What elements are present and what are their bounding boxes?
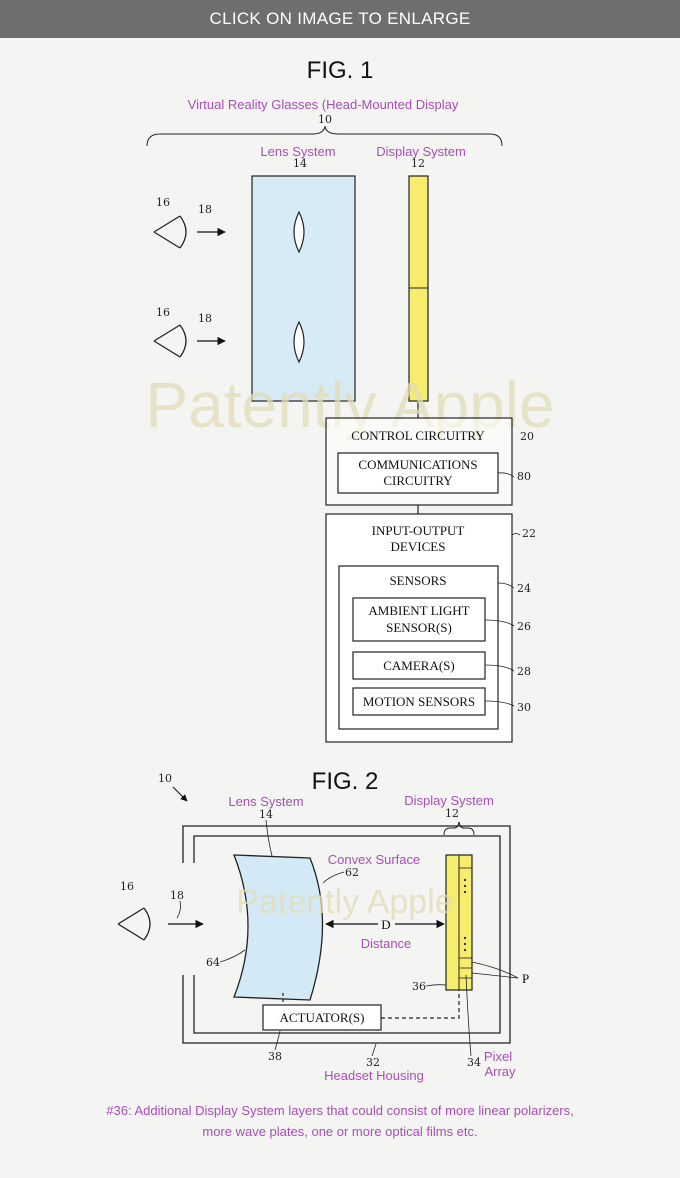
io-leader — [511, 533, 521, 536]
ambient-light-label-line2: SENSOR(S) — [386, 620, 452, 635]
caption-line1: #36: Additional Display System layers th… — [106, 1103, 574, 1118]
communications-ref: 80 — [517, 470, 531, 483]
enlarge-banner[interactable]: CLICK ON IMAGE TO ENLARGE — [0, 0, 680, 38]
control-circuitry-label: CONTROL CIRCUITRY — [351, 428, 485, 443]
fig1-lens-label: Lens System — [260, 144, 335, 159]
fig2-device-ref: 10 — [158, 772, 172, 785]
io-devices-label-line1: INPUT-OUTPUT — [372, 523, 465, 538]
convex-surface-label: Convex Surface — [328, 852, 421, 867]
comm-leader — [497, 472, 515, 478]
fig1-lens-lower — [293, 320, 305, 364]
motion-sensors-label: MOTION SENSORS — [363, 694, 475, 709]
fig1-lens-upper — [293, 210, 305, 254]
fig2-display-label: Display System — [404, 793, 494, 808]
io-devices-label-line2: DEVICES — [391, 539, 446, 554]
io-devices-ref: 22 — [522, 527, 536, 540]
fig2-lens-side-ref: 64 — [206, 956, 220, 969]
fig1-display-label: Display System — [376, 144, 466, 159]
motion-sensors-box — [352, 687, 486, 716]
headset-housing-outer — [182, 825, 511, 1044]
pixel-letter: P — [522, 971, 529, 986]
actuator-ref: 38 — [268, 1050, 282, 1063]
fig2-arrow-ref: 18 — [170, 889, 184, 902]
fig2-display-ref: 12 — [445, 807, 459, 820]
fig1-device-label: Virtual Reality Glasses (Head-Mounted Di… — [188, 97, 459, 112]
convex-leader — [322, 871, 345, 884]
fig2-lens-label: Lens System — [228, 794, 303, 809]
actuator-display-link — [381, 990, 460, 1019]
motion-sensors-ref: 30 — [517, 701, 531, 714]
caption: #36: Additional Display System layers th… — [0, 1100, 680, 1142]
fig1-brace — [146, 125, 503, 147]
fig2-display-brace — [443, 821, 475, 836]
fig2-title: FIG. 2 — [312, 768, 379, 795]
fig1-arrow-ref-upper: 18 — [198, 203, 212, 216]
distance-label: Distance — [361, 936, 412, 951]
layer-ref: 36 — [412, 980, 426, 993]
fig2-device-arrow — [172, 786, 188, 802]
headset-housing-inner — [193, 835, 501, 1034]
communications-label-line2: CIRCUITRY — [383, 473, 453, 488]
ambient-light-label-line1: AMBIENT LIGHT — [368, 603, 469, 618]
sensors-ref: 24 — [517, 582, 531, 595]
fig1-eye-upper — [153, 215, 187, 249]
communications-label-line1: COMMUNICATIONS — [358, 457, 477, 472]
ambient-light-box — [352, 597, 486, 642]
fig1-display-ref: 12 — [411, 157, 425, 170]
fig2-eye-ref: 16 — [120, 880, 134, 893]
actuator-box — [262, 1004, 382, 1031]
camera-leader — [484, 664, 515, 672]
fig2-lens-leader — [265, 819, 273, 857]
fig1-eye-lower — [153, 324, 187, 358]
fig1-eye-ref-upper: 16 — [156, 196, 170, 209]
fig1-lens-system — [251, 175, 356, 402]
fig2-eye — [117, 907, 151, 941]
housing-ref: 32 — [366, 1056, 380, 1069]
fig1-title: FIG. 1 — [307, 57, 374, 84]
pixel-array-label-line2: Array — [484, 1064, 516, 1079]
fig1-eye-ref-lower: 16 — [156, 306, 170, 319]
ambient-light-ref: 26 — [517, 620, 531, 633]
distance-letter: D — [381, 917, 390, 932]
ambient-leader — [484, 619, 515, 627]
caption-line2: more wave plates, one or more optical fi… — [202, 1124, 478, 1139]
control-circuitry-ref: 20 — [520, 430, 534, 443]
sensors-label: SENSORS — [389, 573, 446, 588]
fig1-arrow-ref-lower: 18 — [198, 312, 212, 325]
fig2-lens — [233, 854, 324, 1001]
fig2-pixel-dots — [463, 878, 467, 952]
watermark-fig2: Patently Apple — [236, 883, 453, 921]
sensors-leader — [497, 582, 515, 589]
camera-label: CAMERA(S) — [383, 658, 455, 673]
fig2-lens-ref: 14 — [259, 808, 273, 821]
convex-surface-ref: 62 — [345, 866, 359, 879]
pixel-array-ref: 34 — [467, 1056, 481, 1069]
camera-ref: 28 — [517, 665, 531, 678]
fig1-lens-ref: 14 — [293, 157, 307, 170]
camera-box — [352, 651, 486, 680]
actuator-label: ACTUATOR(S) — [280, 1010, 365, 1025]
communications-box — [337, 452, 499, 494]
pixel-array-label-line1: Pixel — [484, 1049, 512, 1064]
motion-leader — [484, 700, 515, 707]
housing-label: Headset Housing — [324, 1068, 424, 1083]
fig1-device-ref: 10 — [318, 113, 332, 126]
